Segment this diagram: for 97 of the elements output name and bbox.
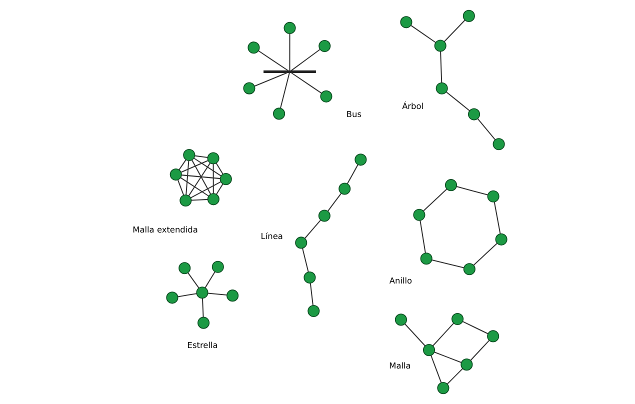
node-circle bbox=[308, 305, 320, 318]
connector bbox=[302, 248, 309, 272]
connector bbox=[290, 48, 320, 72]
connector bbox=[194, 155, 208, 158]
node-circle bbox=[304, 272, 316, 284]
node-circle bbox=[468, 108, 480, 120]
label: Bus bbox=[346, 108, 362, 119]
connector bbox=[178, 293, 197, 298]
connector bbox=[182, 174, 220, 180]
connector bbox=[430, 355, 442, 383]
connector bbox=[494, 202, 501, 234]
label: Malla bbox=[389, 360, 411, 371]
connector bbox=[310, 283, 314, 306]
connector bbox=[216, 184, 224, 195]
node-circle bbox=[243, 82, 256, 94]
connector bbox=[420, 220, 426, 254]
node-circle bbox=[463, 263, 476, 276]
node-circle bbox=[400, 16, 412, 28]
connector bbox=[410, 25, 436, 43]
node-circle bbox=[226, 290, 239, 302]
connector bbox=[473, 243, 498, 266]
node-circle bbox=[354, 154, 367, 166]
node-circle bbox=[487, 330, 500, 342]
connector bbox=[289, 34, 290, 71]
label: Árbol bbox=[402, 100, 424, 111]
connector bbox=[280, 72, 290, 108]
node-circle bbox=[422, 344, 436, 356]
connector bbox=[446, 368, 463, 384]
connector bbox=[444, 20, 466, 42]
connector bbox=[180, 177, 209, 196]
connector bbox=[194, 158, 222, 176]
connector bbox=[212, 164, 214, 194]
node-circle bbox=[196, 286, 208, 299]
connector bbox=[346, 164, 358, 184]
connector bbox=[432, 322, 454, 346]
node-circle bbox=[462, 10, 475, 22]
connector bbox=[328, 193, 342, 212]
connector bbox=[190, 181, 222, 198]
node-circle bbox=[492, 138, 505, 150]
node-bar bbox=[264, 70, 316, 73]
node-circle bbox=[495, 233, 508, 246]
node-circle bbox=[338, 182, 351, 195]
node-circle bbox=[170, 168, 182, 181]
connector bbox=[462, 321, 488, 334]
label: Línea bbox=[260, 230, 283, 241]
label: Malla extendida bbox=[132, 224, 198, 234]
connector bbox=[477, 118, 496, 140]
node-circle bbox=[413, 208, 426, 221]
connector bbox=[191, 198, 208, 201]
connector bbox=[254, 72, 288, 87]
connector bbox=[470, 340, 490, 361]
node-circle bbox=[295, 236, 308, 249]
connector bbox=[180, 160, 208, 173]
label: Anillo bbox=[389, 276, 412, 286]
connector bbox=[291, 72, 322, 94]
node-circle bbox=[444, 179, 458, 192]
node-circle bbox=[183, 149, 196, 162]
node-circle bbox=[273, 108, 286, 120]
node-circle bbox=[436, 82, 448, 94]
node-circle bbox=[212, 260, 224, 273]
connector bbox=[178, 159, 186, 170]
node-circle bbox=[248, 42, 260, 54]
node-circle bbox=[318, 40, 331, 52]
connector bbox=[258, 50, 288, 72]
connector bbox=[188, 272, 200, 288]
node-circle bbox=[434, 40, 446, 52]
connector bbox=[446, 92, 470, 112]
node-circle bbox=[460, 358, 473, 371]
node-circle bbox=[318, 210, 330, 222]
node-circle bbox=[452, 312, 464, 326]
node-circle bbox=[394, 314, 407, 326]
node-circle bbox=[437, 382, 450, 394]
connector bbox=[186, 160, 190, 195]
connector bbox=[434, 352, 462, 363]
connector bbox=[404, 324, 426, 346]
node-circle bbox=[178, 262, 191, 274]
connector bbox=[216, 162, 224, 174]
node-circle bbox=[198, 316, 210, 329]
connector bbox=[304, 220, 322, 239]
node-circle bbox=[220, 173, 232, 186]
connector bbox=[202, 298, 204, 318]
node-circle bbox=[207, 193, 220, 206]
node-circle bbox=[207, 152, 220, 164]
connector bbox=[456, 186, 488, 196]
connector bbox=[208, 292, 227, 296]
node-circle bbox=[284, 22, 296, 34]
node-circle bbox=[320, 90, 332, 102]
node-circle bbox=[180, 194, 192, 207]
label: Estrella bbox=[187, 340, 218, 350]
node-circle bbox=[487, 190, 500, 202]
connector bbox=[440, 51, 442, 83]
connector bbox=[432, 260, 464, 268]
node-circle bbox=[166, 292, 178, 304]
connector bbox=[204, 272, 216, 288]
connector bbox=[423, 188, 448, 212]
connector bbox=[177, 180, 184, 196]
node-circle bbox=[420, 252, 432, 265]
